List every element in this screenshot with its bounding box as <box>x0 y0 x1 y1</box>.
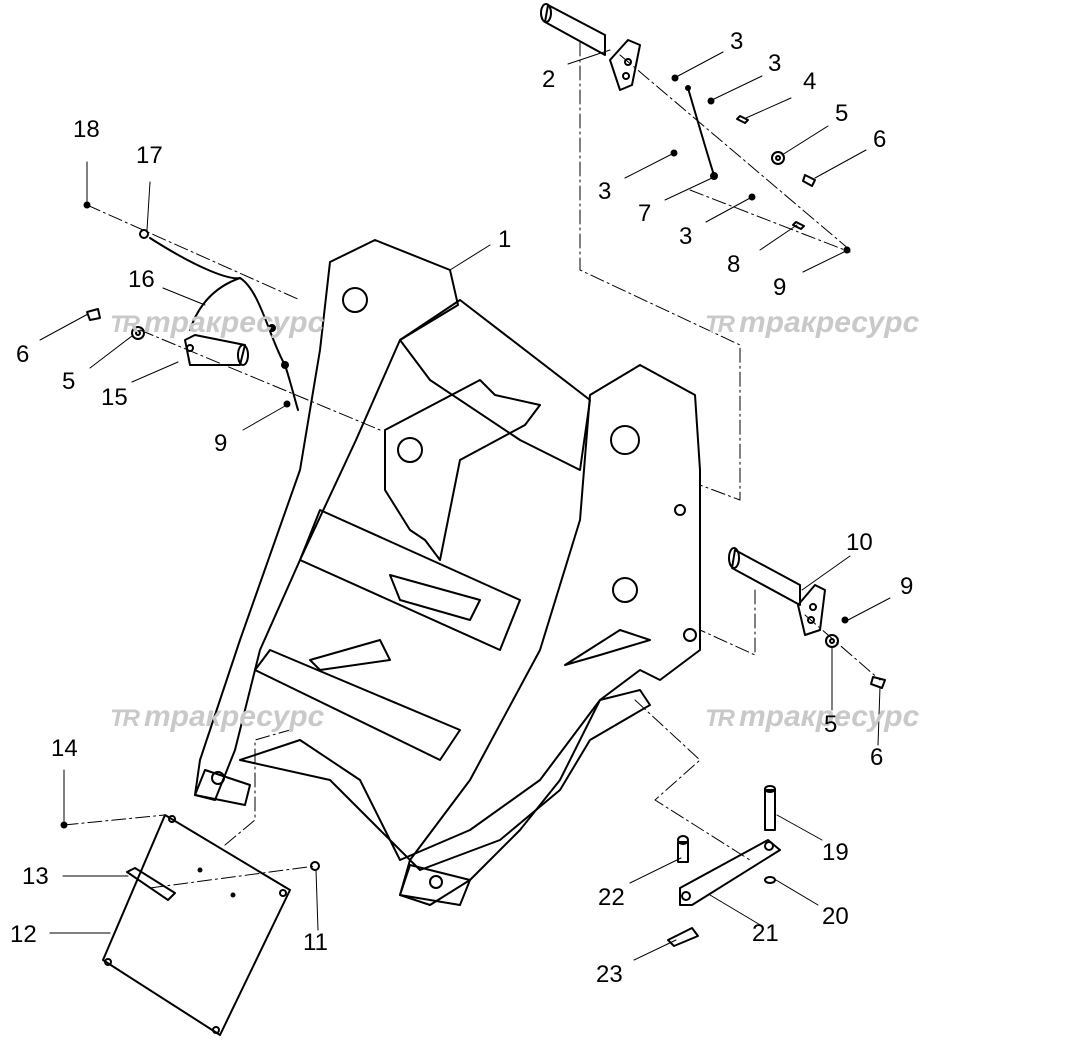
callout-6: 6 <box>16 341 30 368</box>
callout-3: 3 <box>598 178 612 205</box>
callout-22: 22 <box>598 884 625 911</box>
callout-14: 14 <box>51 735 78 762</box>
watermark-logo: TR <box>705 705 735 732</box>
frame-cross-beam-middle <box>299 509 521 651</box>
callout-13: 13 <box>22 863 49 890</box>
callout-5: 5 <box>62 368 76 395</box>
frame-bottom-plate <box>239 689 651 871</box>
frame-cross-beam-bottom <box>254 649 461 761</box>
frame-hole-base-left <box>211 771 225 785</box>
callout-7: 7 <box>638 200 652 227</box>
washers-and-bolts <box>86 115 886 947</box>
frame-pin-hole-bracket <box>397 437 423 463</box>
frame-pin-hole-right <box>610 425 640 455</box>
callout-21: 21 <box>752 920 779 947</box>
callout-19: 19 <box>822 839 849 866</box>
part-pin-left <box>184 334 249 366</box>
callout-10: 10 <box>846 529 873 556</box>
frame-right-side-plate <box>399 364 701 906</box>
small-hardware <box>60 74 851 829</box>
part-pin-top <box>540 3 641 91</box>
watermark-logo: TR <box>110 311 140 338</box>
callout-5: 5 <box>835 100 849 127</box>
callout-16: 16 <box>128 266 155 293</box>
assembly-lines <box>63 41 881 889</box>
frame-base-right <box>399 864 471 906</box>
callout-8: 8 <box>727 251 741 278</box>
callout-9: 9 <box>773 274 787 301</box>
callout-11: 11 <box>303 929 328 956</box>
callout-12: 12 <box>10 921 37 948</box>
part-link-bar <box>679 839 781 906</box>
frame-hole-base-right <box>429 875 443 889</box>
frame-inner-link <box>309 574 481 671</box>
frame-cross-beam-top <box>399 299 591 471</box>
frame-pin-hole-left <box>342 287 368 313</box>
frame-lower-hook <box>564 629 651 666</box>
callout-18: 18 <box>73 116 100 143</box>
frame-left-side-plate <box>194 239 459 801</box>
frame-pin-hole-lower <box>612 577 638 603</box>
callout-3: 3 <box>768 50 782 77</box>
leader-lines <box>39 49 891 961</box>
callout-5: 5 <box>824 711 838 738</box>
watermark-text: тракресурс <box>144 700 325 733</box>
callout-6: 6 <box>870 744 884 771</box>
callout-3: 3 <box>730 28 744 55</box>
lanyards <box>149 85 718 411</box>
callout-15: 15 <box>101 384 128 411</box>
callout-20: 20 <box>822 903 849 930</box>
watermark-text: тракресурс <box>739 306 920 339</box>
loader-frame <box>194 239 701 906</box>
frame-lift-bracket <box>384 379 541 561</box>
part-pin-right <box>728 547 826 636</box>
frame-bolt-right-1 <box>674 504 686 516</box>
callout-9: 9 <box>900 573 914 600</box>
callout-23: 23 <box>596 961 623 988</box>
watermark-text: тракресурс <box>739 700 920 733</box>
callout-4: 4 <box>803 68 817 95</box>
callout-2: 2 <box>542 66 556 93</box>
callout-1: 1 <box>498 226 512 253</box>
part-cover-plate <box>102 814 291 1036</box>
callout-9: 9 <box>214 430 228 457</box>
callout-17: 17 <box>136 142 163 169</box>
watermark-logo: TR <box>110 705 140 732</box>
watermark-text: тракресурс <box>144 306 325 339</box>
callout-3: 3 <box>679 223 693 250</box>
frame-bolt-right-2 <box>683 628 697 642</box>
watermark-logo: TR <box>705 311 735 338</box>
callout-6: 6 <box>873 126 887 153</box>
frame-base-left <box>194 769 251 806</box>
